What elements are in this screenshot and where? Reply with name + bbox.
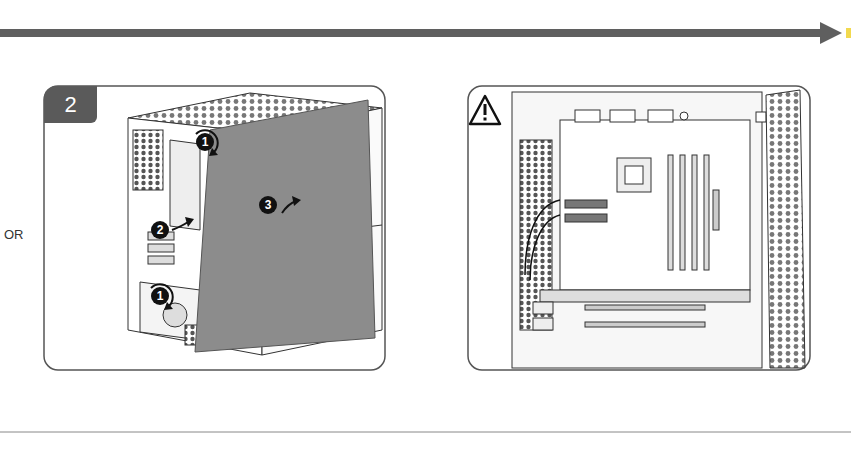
side-panel (195, 100, 375, 352)
callout-number-text: 3 (265, 198, 272, 212)
callout-number: 1 (196, 133, 214, 151)
callout-number: 3 (259, 196, 277, 214)
callout-number: 2 (151, 221, 169, 239)
callout-number-text: 1 (202, 135, 209, 149)
warning-icon (470, 96, 500, 124)
footer-rule (0, 432, 851, 433)
step-arrows (151, 130, 301, 310)
step-number: 2 (44, 86, 97, 123)
callout-number-text: 1 (157, 289, 164, 303)
pc-case-drawing (128, 93, 382, 355)
callout-number-text: 2 (157, 223, 164, 237)
step-panel (44, 86, 385, 370)
warning-panel (468, 86, 810, 370)
or-label: OR (4, 227, 24, 242)
callout-number: 1 (151, 287, 169, 305)
step-number-text: 2 (64, 92, 76, 118)
motherboard-drawing (512, 90, 805, 368)
progress-arrow (0, 22, 851, 44)
